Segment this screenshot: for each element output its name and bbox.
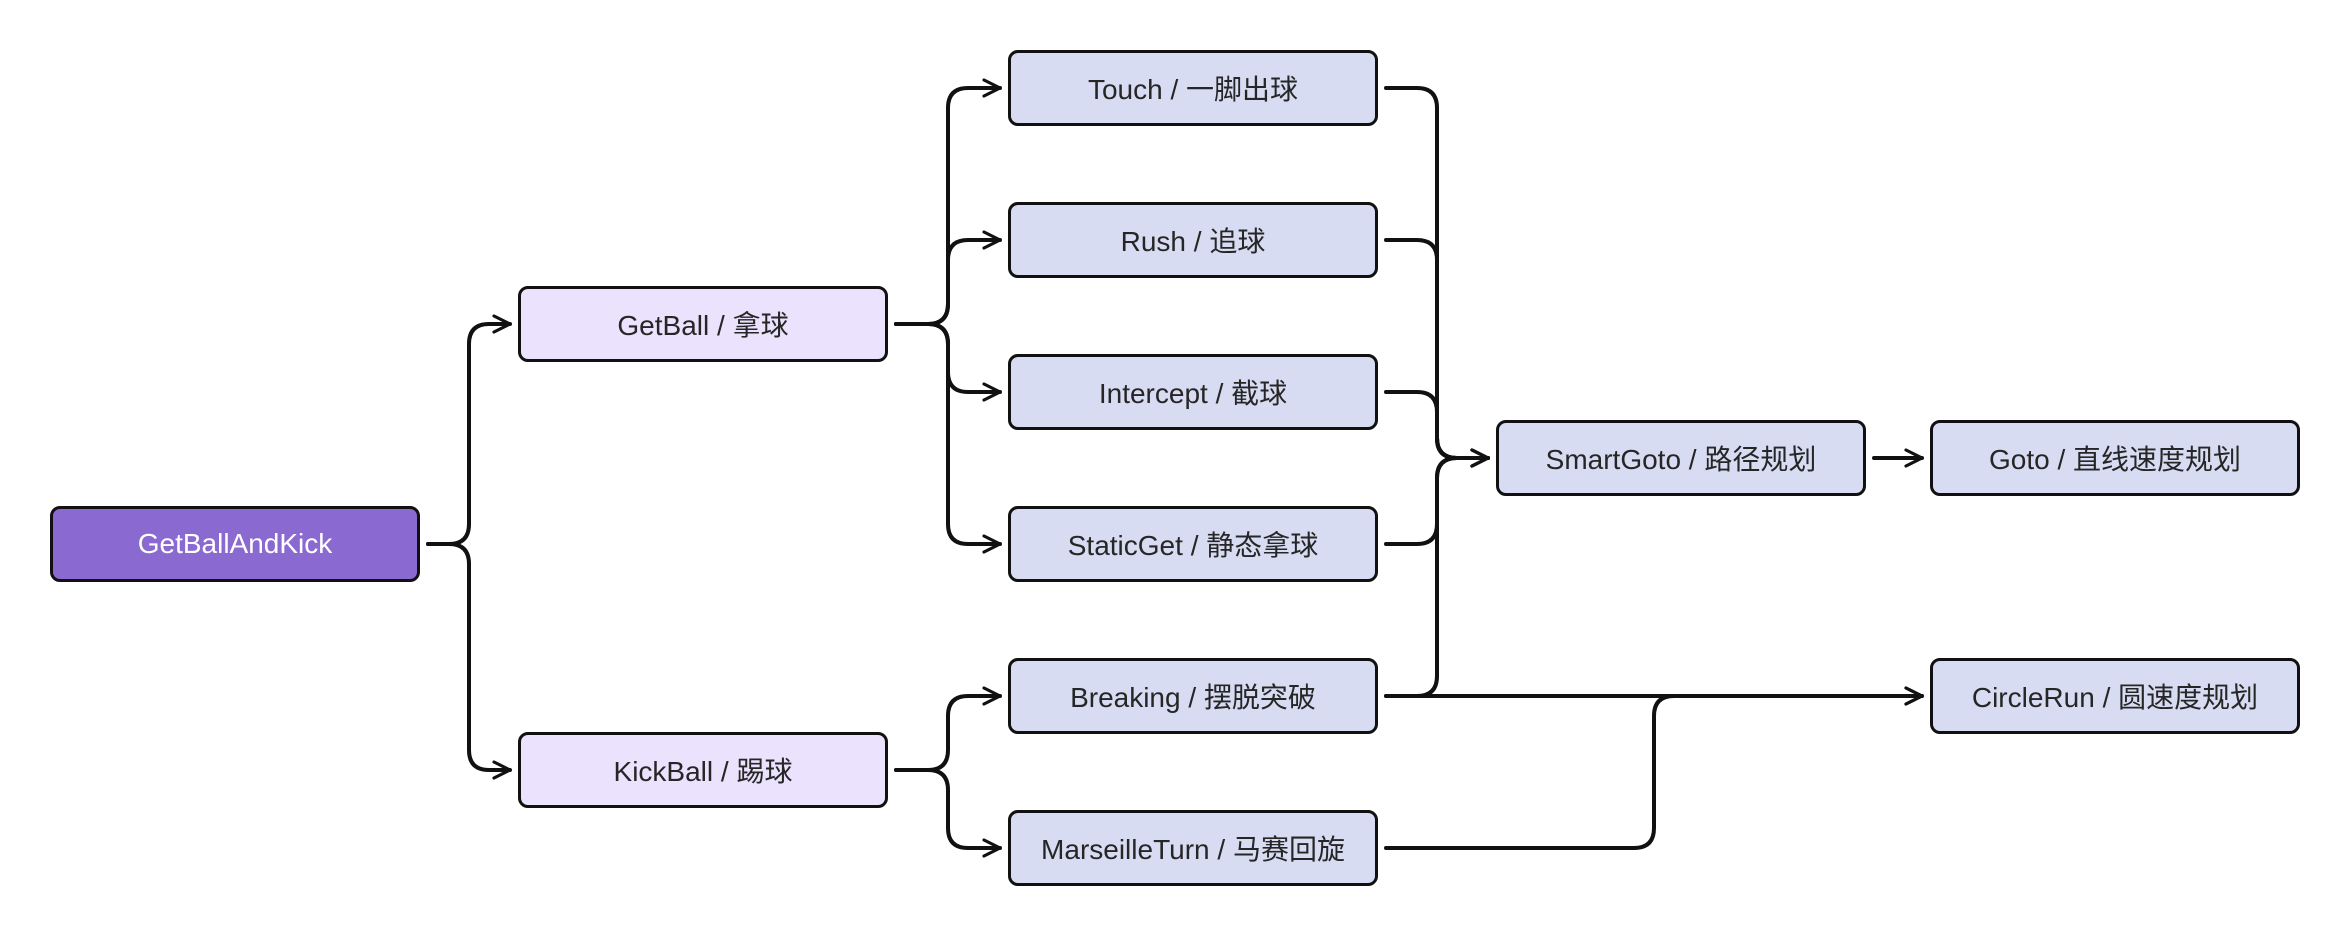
node-getball[interactable]: GetBall / 拿球 xyxy=(518,286,888,362)
node-breaking[interactable]: Breaking / 摆脱突破 xyxy=(1008,658,1378,734)
node-goto[interactable]: Goto / 直线速度规划 xyxy=(1930,420,2300,496)
connector-intercept-to-smartgoto xyxy=(1384,390,1490,468)
connector-marseille-to-circlerun xyxy=(1384,686,1924,850)
node-circlerun[interactable]: CircleRun / 圆速度规划 xyxy=(1930,658,2300,734)
node-intercept[interactable]: Intercept / 截球 xyxy=(1008,354,1378,430)
connector-root-to-getball xyxy=(426,314,512,546)
connector-kickball-to-marseille xyxy=(894,768,1002,858)
node-kickball[interactable]: KickBall / 踢球 xyxy=(518,732,888,808)
node-getballandkick[interactable]: GetBallAndKick xyxy=(50,506,420,582)
node-marseilleturn[interactable]: MarseilleTurn / 马赛回旋 xyxy=(1008,810,1378,886)
node-rush[interactable]: Rush / 追球 xyxy=(1008,202,1378,278)
node-touch[interactable]: Touch / 一脚出球 xyxy=(1008,50,1378,126)
node-smartgoto[interactable]: SmartGoto / 路径规划 xyxy=(1496,420,1866,496)
connector-kickball-to-breaking xyxy=(894,686,1002,772)
node-staticget[interactable]: StaticGet / 静态拿球 xyxy=(1008,506,1378,582)
connector-root-to-kickball xyxy=(426,542,512,780)
connector-getball-to-rush xyxy=(894,230,1002,326)
connector-getball-to-staticget xyxy=(894,322,1002,554)
connector-breaking-to-smartgoto xyxy=(1384,448,1490,698)
